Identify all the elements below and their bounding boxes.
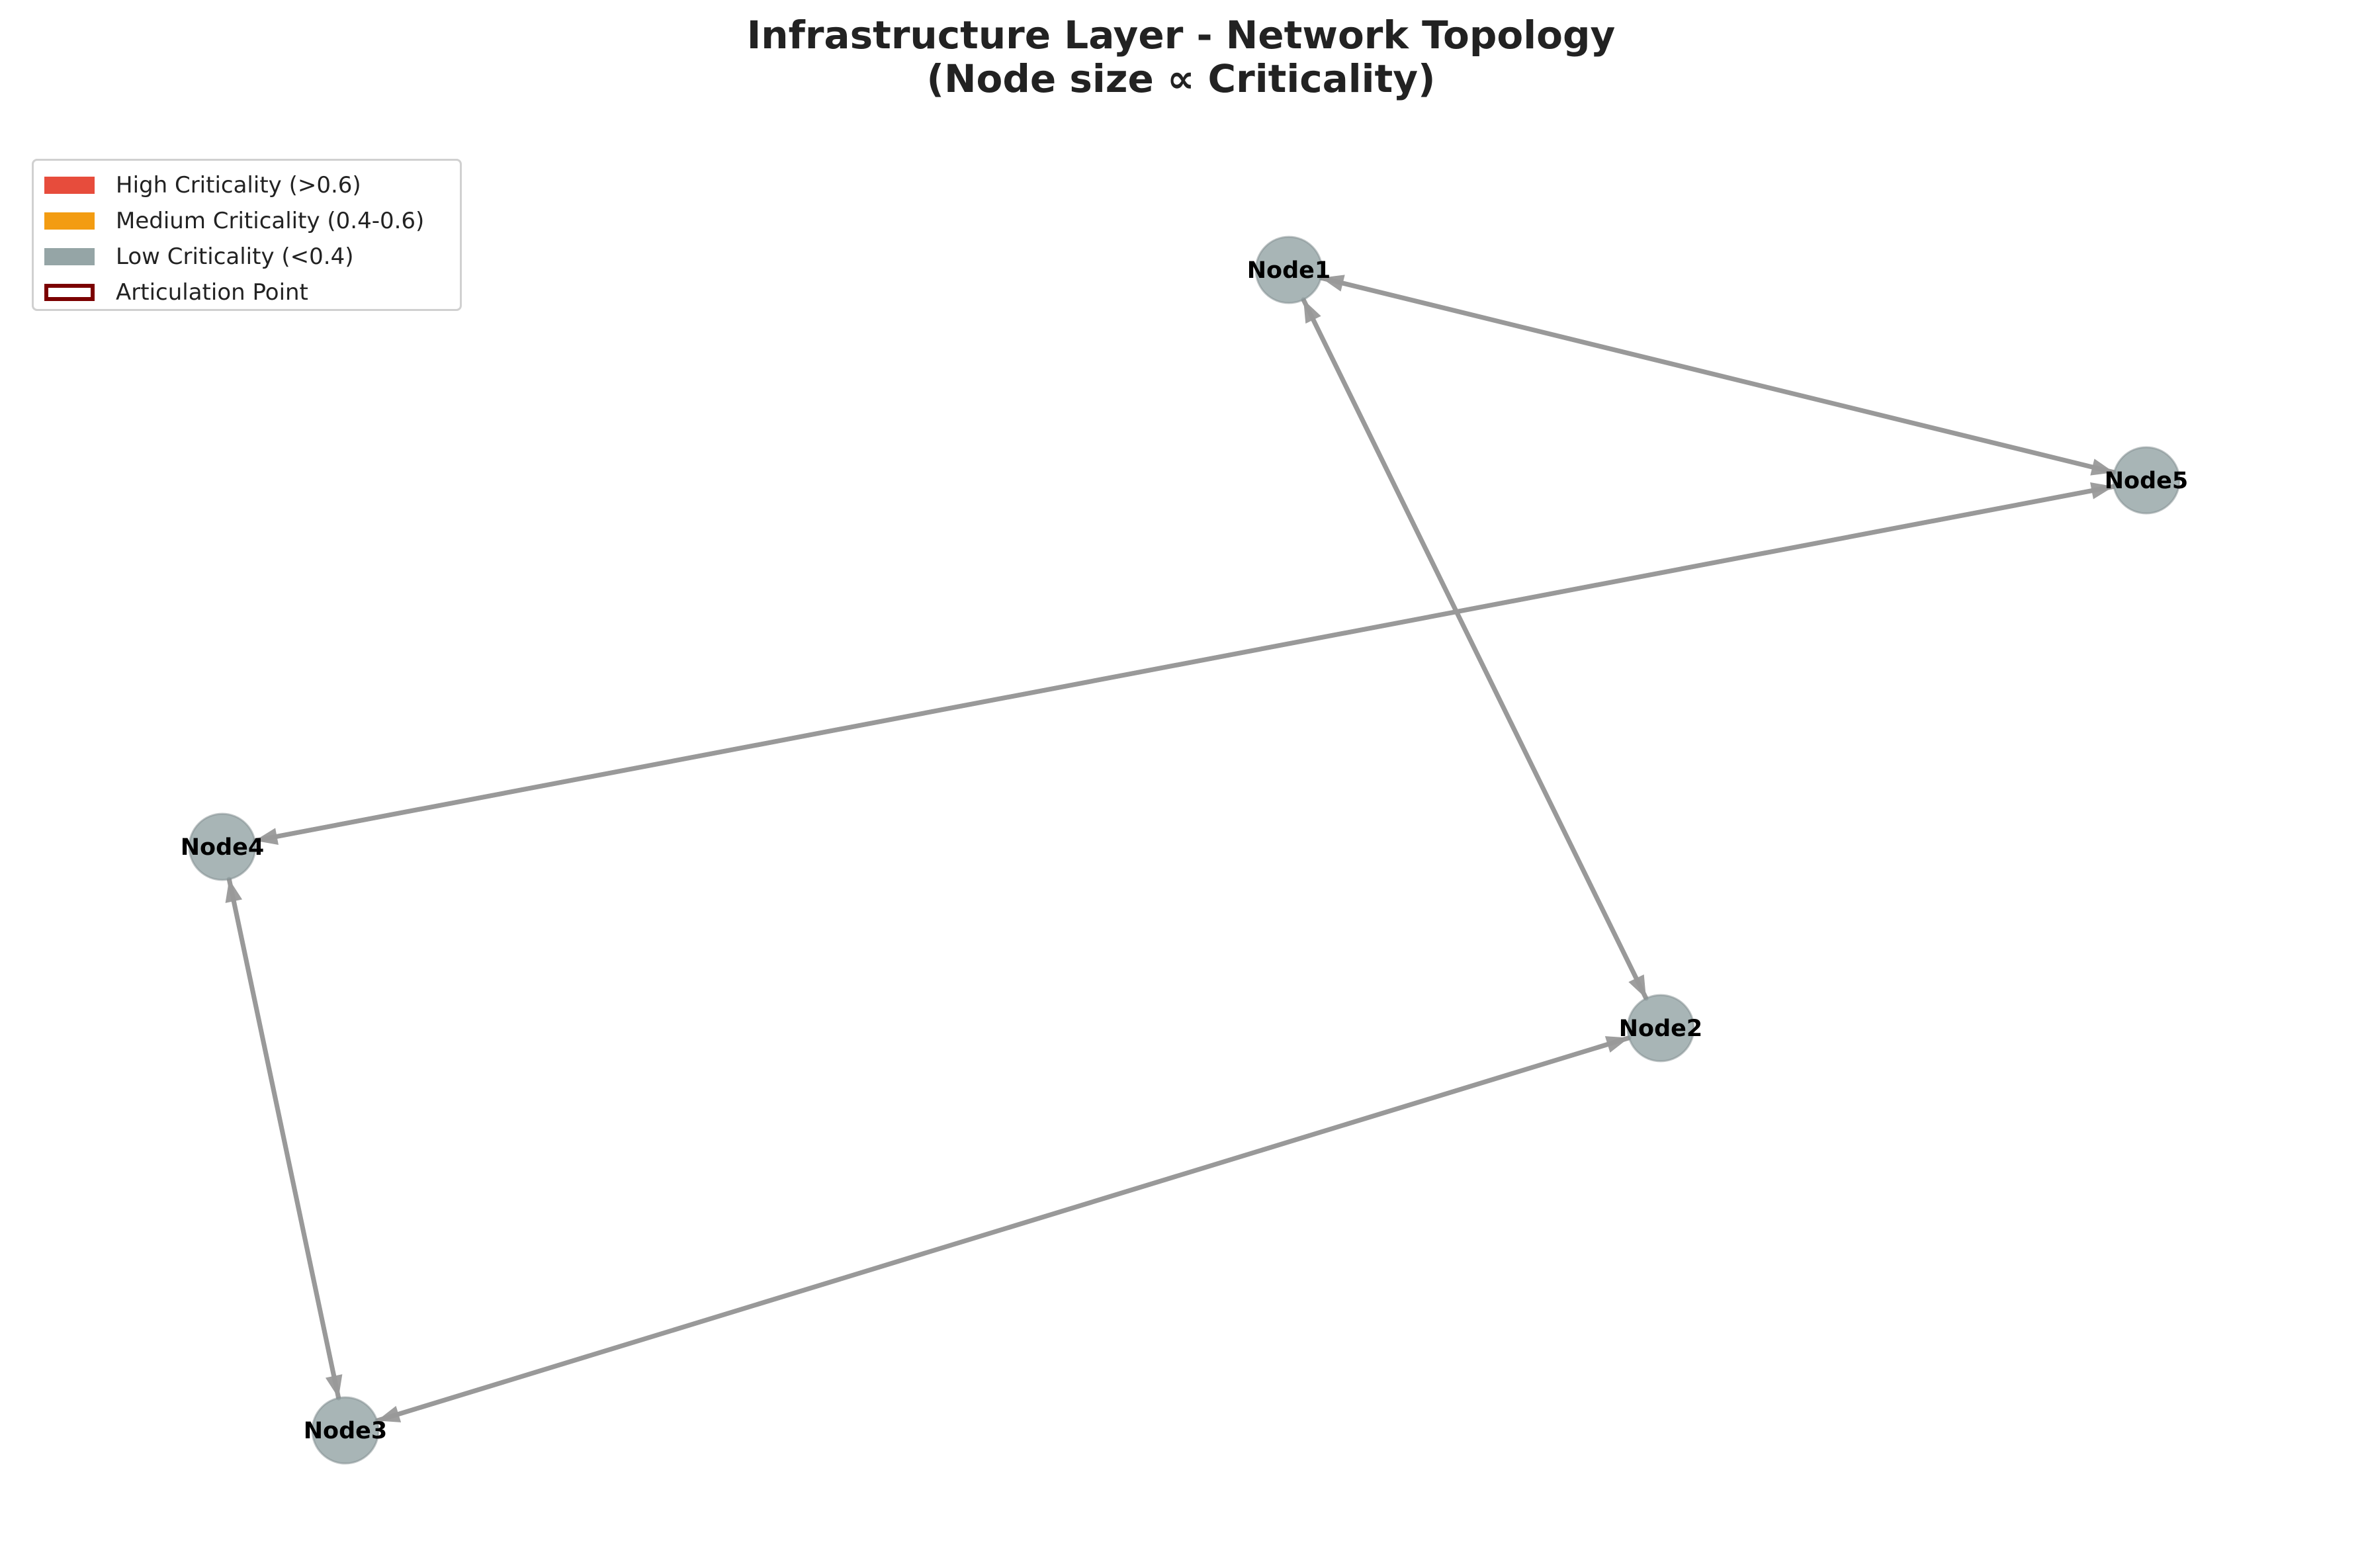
arrowhead-node3-to-node4 — [225, 879, 243, 903]
edge-node2-to-node1 — [1301, 297, 1649, 1001]
node-node4 — [188, 812, 257, 881]
legend-item-medium: Medium Criticality (0.4-0.6) — [44, 204, 424, 238]
diagram-title-line-2: (Node size ∝ Criticality) — [926, 56, 1436, 101]
edge-node5-to-node1 — [1319, 275, 2117, 475]
legend-swatch-low — [44, 248, 95, 265]
edge-node4-to-node5 — [252, 484, 2117, 844]
arrowhead-node4-to-node5 — [2090, 482, 2114, 500]
arrowhead-node5-to-node1 — [1321, 275, 1345, 292]
node-label-node3: Node3 — [304, 1418, 387, 1444]
arrowhead-node2-to-node3 — [376, 1406, 402, 1422]
node-node1 — [1254, 236, 1323, 304]
legend-swatch-articulation — [44, 284, 95, 301]
arrowhead-node2-to-node1 — [1303, 299, 1321, 324]
legend-label-high: High Criticality (>0.6) — [116, 172, 361, 198]
legend: High Criticality (>0.6) Medium Criticali… — [32, 159, 462, 311]
edge-node3-to-node4 — [226, 877, 341, 1401]
node-label-node4: Node4 — [181, 834, 264, 861]
legend-item-low: Low Criticality (<0.4) — [44, 240, 353, 273]
legend-swatch-high — [44, 177, 95, 194]
diagram-title-line-1: Infrastructure Layer - Network Topology — [746, 13, 1616, 58]
node-node2 — [1626, 994, 1695, 1063]
legend-label-low: Low Criticality (<0.4) — [116, 243, 354, 270]
edge-node2-to-node3 — [374, 1035, 1632, 1423]
node-node3 — [311, 1396, 380, 1465]
node-label-node5: Node5 — [2105, 468, 2188, 494]
node-label-node1: Node1 — [1247, 257, 1331, 284]
legend-label-articulation: Articulation Point — [116, 279, 308, 306]
legend-swatch-medium — [44, 212, 95, 230]
legend-item-high: High Criticality (>0.6) — [44, 169, 361, 202]
legend-label-medium: Medium Criticality (0.4-0.6) — [116, 208, 425, 234]
node-label-node2: Node2 — [1619, 1016, 1702, 1042]
edges-layer — [225, 275, 2117, 1423]
legend-item-articulation: Articulation Point — [44, 276, 308, 309]
node-node5 — [2112, 446, 2181, 515]
